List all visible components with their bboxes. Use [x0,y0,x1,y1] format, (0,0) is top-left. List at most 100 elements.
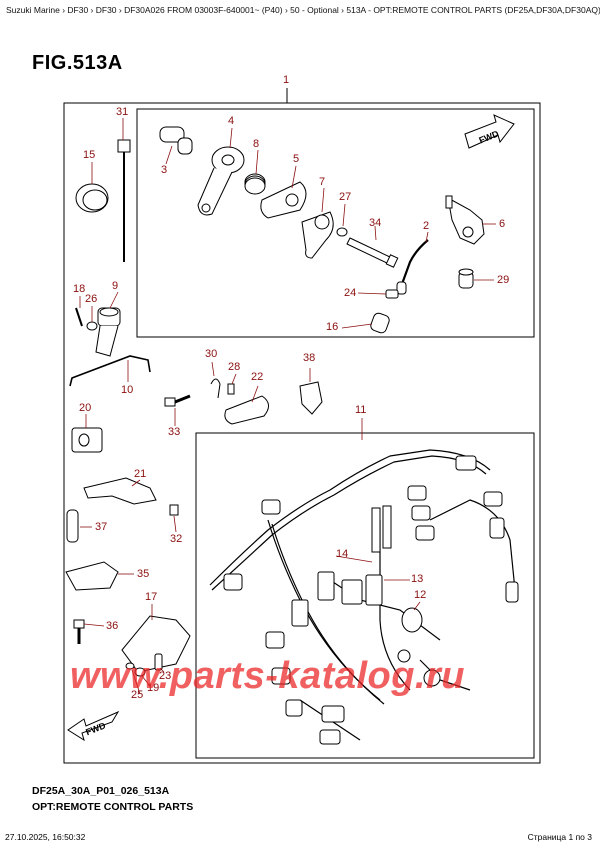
callout-15: 15 [83,149,96,161]
callout-6: 6 [499,218,506,230]
connector [382,505,392,549]
part-7-plate [301,211,334,259]
part-18-pin [75,307,83,327]
part-36-bolt [73,619,85,644]
callout-11: 11 [355,404,367,416]
part-9-holder [95,307,121,357]
part-38-clip [299,381,323,415]
connector [411,505,431,521]
part-25-washer [125,662,135,670]
part-19-nut [134,667,146,677]
callout-28: 28 [228,361,241,373]
breadcrumb: Suzuki Marine › DF30 › DF30 › DF30A026 F… [6,5,600,15]
part-10-wire [69,355,151,387]
connector [365,574,383,606]
callout-14: 14 [336,548,349,560]
callout-27: 27 [339,191,352,203]
svg-text:FWD: FWD [84,720,107,737]
part-34-bolt [346,237,399,268]
callout-16: 16 [326,321,339,333]
part-23-spacer [154,653,163,671]
callout-35: 35 [137,568,150,580]
part-8-spring [244,173,266,195]
part-35-plate [65,561,119,591]
connector [223,573,243,591]
connector [341,579,363,605]
connector [291,599,309,627]
callout-3: 3 [161,164,168,176]
part-22-link [224,395,269,425]
watermark: www.parts-katalog.ru [70,655,465,697]
callout-26: 26 [85,293,98,305]
callout-2: 2 [423,220,430,232]
callout-30: 30 [205,348,218,360]
callout-23: 23 [159,670,172,682]
connector [423,669,441,687]
part-16-end [370,312,390,334]
part-37-sleeve [66,509,79,543]
connector [265,631,285,649]
connector [317,571,335,601]
callout-7: 7 [319,176,326,188]
callout-19: 19 [147,682,160,694]
callout-17: 17 [145,591,158,603]
part-24-clip [385,289,399,299]
part-33-bolt [164,394,191,407]
footer-timestamp: 27.10.2025, 16:50:32 [5,832,86,842]
connector [321,705,345,723]
part-2-rod-end [396,281,407,295]
diagram-code: DF25A_30A_P01_026_513A [32,785,170,797]
connector [371,507,381,553]
connector [285,699,303,717]
sub-frame-top [136,108,535,338]
callout-31: 31 [116,106,129,118]
fwd-arrow-bottom: FWD [67,710,120,742]
part-30-cotter [210,378,221,399]
part-11-wire-harness [209,449,516,741]
connector [407,485,427,501]
connector [455,455,477,471]
connector [397,649,411,663]
callout-5: 5 [293,153,300,165]
part-5-cam [260,181,307,219]
part-31-tie [117,139,131,262]
part-6-bracket [445,195,485,245]
callout-37: 37 [95,521,108,533]
callout-1: 1 [283,74,290,86]
callout-32: 32 [170,533,183,545]
connector [483,491,503,507]
callout-4: 4 [228,115,235,127]
footer-page-info: Страница 1 по 3 [527,832,592,842]
part-20-block [71,427,103,453]
connector [271,667,291,685]
callout-29: 29 [497,274,510,286]
callout-34: 34 [369,217,382,229]
callout-25: 25 [131,689,144,701]
part-15-grommet [75,183,109,213]
main-frame [63,102,541,764]
part-3-shaft [159,126,193,155]
part-4-lever [197,146,245,216]
sub-frame-harness [195,432,535,759]
part-32-screw [169,504,179,516]
part-28-pin [227,383,235,395]
callout-9: 9 [112,280,119,292]
part-21-bracket [83,477,157,505]
connector [415,525,435,541]
callout-12: 12 [414,589,427,601]
figure-title: FIG.513A [32,52,123,74]
callout-8: 8 [253,138,260,150]
connector [505,581,519,603]
connector [319,729,341,745]
part-27-washer [336,227,348,237]
callout-21: 21 [134,468,147,480]
callout-24: 24 [344,287,357,299]
callout-10: 10 [121,384,134,396]
callout-20: 20 [79,402,92,414]
callout-18: 18 [73,283,86,295]
connector [261,499,281,515]
part-12-clamp [401,607,423,633]
fwd-arrow-top: FWD [464,114,515,149]
callout-38: 38 [303,352,316,364]
